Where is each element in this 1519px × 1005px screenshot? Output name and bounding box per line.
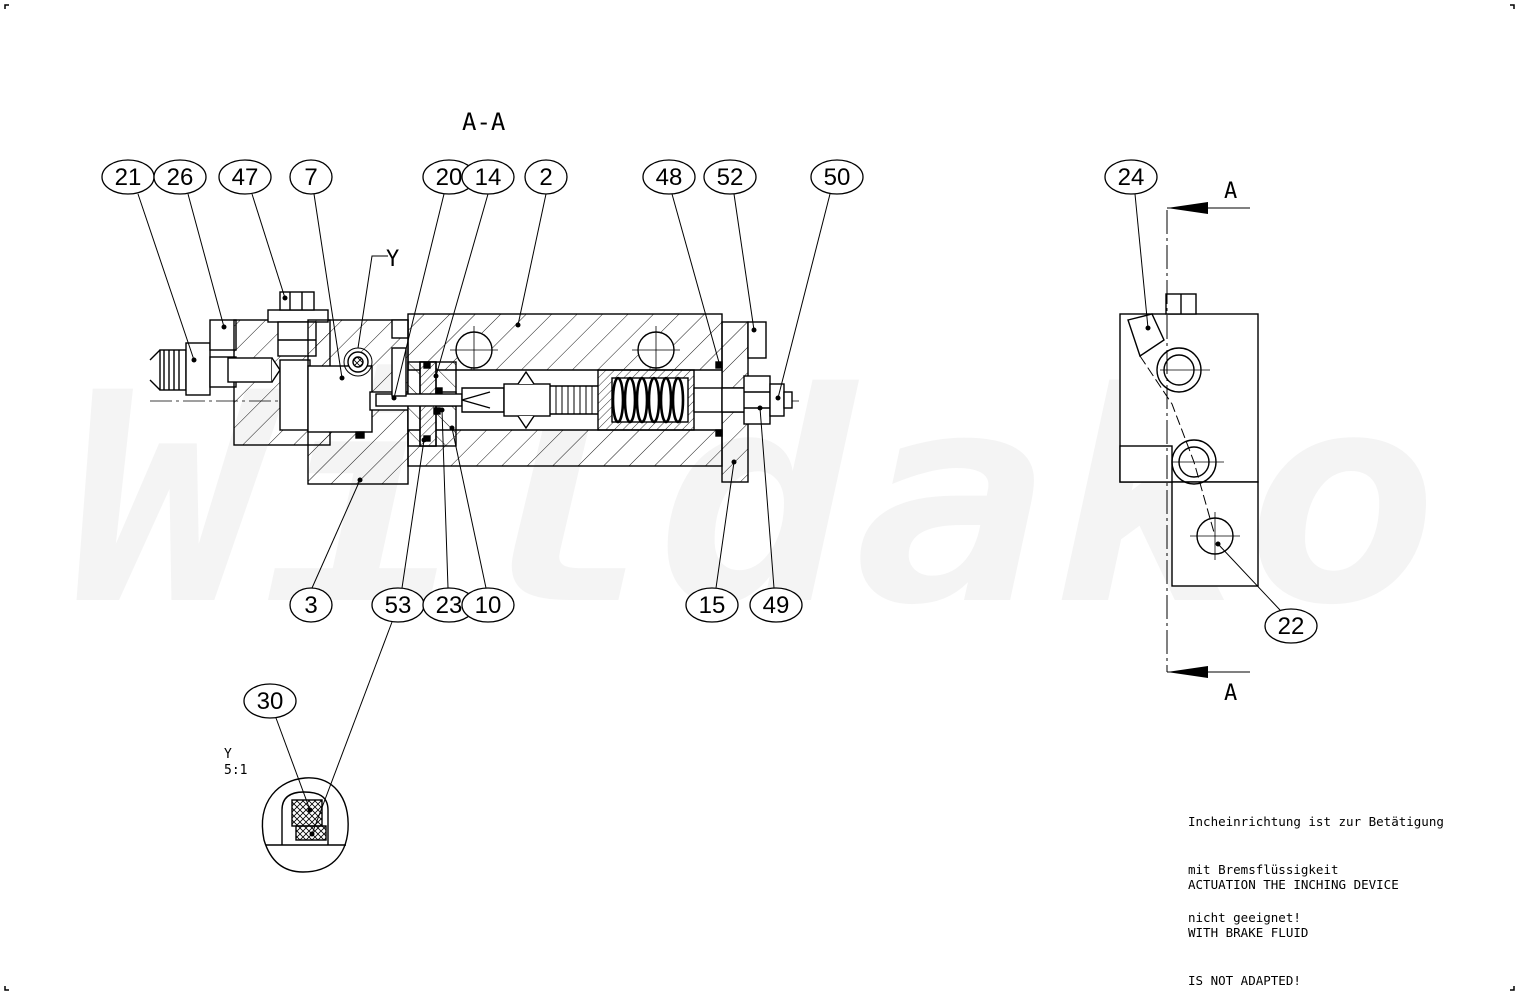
callout-15-label: 15 xyxy=(699,592,726,619)
callout-26-label: 26 xyxy=(167,164,194,191)
section-title: A-A xyxy=(462,108,506,136)
callout-49: 49 xyxy=(749,587,803,623)
detail-label: Y xyxy=(224,747,232,762)
detail-scale: 5:1 xyxy=(224,763,247,778)
callout-7-label: 7 xyxy=(304,164,317,191)
callout-52-label: 52 xyxy=(717,164,744,191)
callout-21: 21 xyxy=(101,159,155,195)
note-english: ACTUATION THE INCHING DEVICE WITH BRAKE … xyxy=(1188,845,1399,1005)
callout-2: 2 xyxy=(524,159,568,195)
callout-23-label: 23 xyxy=(436,592,463,619)
callout-47: 47 xyxy=(218,159,272,195)
section-marker-bottom: A xyxy=(1224,681,1237,706)
note-de-line-2: mit Bremsflüssigkeit xyxy=(1188,862,1339,877)
callout-26: 26 xyxy=(153,159,207,195)
callout-23: 23 xyxy=(422,587,476,623)
callout-22: 22 xyxy=(1264,608,1318,644)
detail-label-main: Y xyxy=(386,247,399,272)
note-de-line-3: nicht geeignet! xyxy=(1188,910,1301,925)
callout-10: 10 xyxy=(461,587,515,623)
callout-48-label: 48 xyxy=(656,164,683,191)
callout-7: 7 xyxy=(289,159,333,195)
note-de-line-1: Incheinrichtung ist zur Betätigung xyxy=(1188,814,1444,829)
callout-47-label: 47 xyxy=(232,164,259,191)
callout-30-label: 30 xyxy=(257,688,284,715)
corner-marks xyxy=(4,4,1515,991)
callout-53-label: 53 xyxy=(385,592,412,619)
callout-30: 30 xyxy=(243,683,297,719)
callout-22-label: 22 xyxy=(1278,613,1305,640)
leader-lines xyxy=(137,193,1281,835)
leader-dots xyxy=(191,295,1221,837)
section-arrow-top xyxy=(1167,202,1208,214)
note-en-line-1: ACTUATION THE INCHING DEVICE xyxy=(1188,877,1399,892)
callout-49-label: 49 xyxy=(763,592,790,619)
callout-3-label: 3 xyxy=(304,592,317,619)
callout-20-label: 20 xyxy=(436,164,463,191)
callout-2-label: 2 xyxy=(539,164,552,191)
callout-24-label: 24 xyxy=(1118,164,1145,191)
section-marker-top: A xyxy=(1224,179,1237,204)
callout-24: 24 xyxy=(1104,159,1158,195)
callout-52: 52 xyxy=(703,159,757,195)
side-view xyxy=(1119,207,1259,673)
callout-14: 14 xyxy=(461,159,515,195)
callout-48: 48 xyxy=(642,159,696,195)
callout-50: 50 xyxy=(810,159,864,195)
callout-3: 3 xyxy=(289,587,333,623)
callout-21-label: 21 xyxy=(115,164,142,191)
callout-14-label: 14 xyxy=(475,164,502,191)
detail-view xyxy=(261,777,349,873)
callout-10-label: 10 xyxy=(475,592,502,619)
note-en-line-2: WITH BRAKE FLUID xyxy=(1188,925,1309,940)
callout-15: 15 xyxy=(685,587,739,623)
callout-20: 20 xyxy=(422,159,476,195)
note-german: Incheinrichtung ist zur Betätigung mit B… xyxy=(1188,782,1444,942)
callout-53: 53 xyxy=(371,587,425,623)
section-view xyxy=(149,255,800,485)
note-en-line-3: IS NOT ADAPTED! xyxy=(1188,973,1301,988)
section-arrow-bottom xyxy=(1167,666,1208,678)
callout-50-label: 50 xyxy=(824,164,851,191)
